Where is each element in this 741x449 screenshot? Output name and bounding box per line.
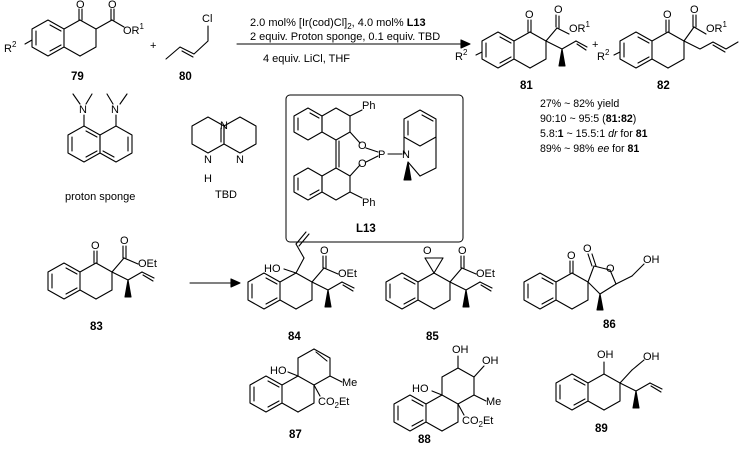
- summary-dr: 5.8:1 ~ 15.5:1 dr for 81: [540, 128, 648, 140]
- carbonyl-o: O: [525, 9, 534, 21]
- or1-group: OR1: [123, 22, 145, 37]
- structure-82: O O OR1 R2 82: [597, 4, 739, 92]
- structure-89: OH OH 89: [555, 349, 663, 435]
- nitrogen-2: N: [111, 104, 119, 116]
- summary-ee: 89% ~ 98% ee for 81: [540, 143, 639, 155]
- plus-sign-2: +: [592, 39, 598, 51]
- condition-line-3: 4 equiv. LiCl, THF: [263, 53, 350, 65]
- carbonyl-o: O: [567, 250, 576, 262]
- hydroxyl: HO: [264, 263, 281, 275]
- nh-nitrogen: N: [204, 154, 212, 166]
- structure-84: HO O OEt 84: [247, 231, 357, 343]
- label-85: 85: [426, 331, 439, 343]
- or1-group: OR1: [706, 20, 728, 35]
- lactone-carbonyl-o: O: [583, 243, 592, 255]
- phenyl-bottom: Ph: [362, 197, 375, 209]
- phenyl-top: Ph: [362, 100, 375, 112]
- carbonyl-o: O: [91, 240, 100, 252]
- label-86: 86: [603, 319, 616, 331]
- ester: CO2Et: [318, 396, 349, 410]
- hydroxyl: HO: [270, 365, 287, 377]
- chloride: Cl: [202, 13, 212, 25]
- nitrogen-bridge: N: [220, 120, 228, 132]
- r2-group: R2: [455, 48, 468, 63]
- label-82: 82: [657, 80, 670, 92]
- structure-L13: Ph Ph O O P N L13: [293, 100, 437, 235]
- oxygen-2: O: [358, 158, 367, 170]
- hydroxyl-2: OH: [643, 351, 660, 363]
- structure-83: O O OEt 83: [47, 235, 157, 333]
- or1-group: OR1: [569, 20, 591, 35]
- label-80: 80: [179, 71, 192, 83]
- epoxide-o: O: [423, 245, 432, 257]
- label-87: 87: [289, 429, 302, 441]
- hydroxyl-3: HO: [412, 383, 429, 395]
- oxygen-1: O: [358, 140, 367, 152]
- hydroxyl-2: OH: [482, 355, 499, 367]
- structure-88: OH OH HO Me CO2Et 88: [393, 344, 501, 446]
- ester-o: O: [108, 0, 117, 11]
- ester-o: O: [554, 4, 563, 16]
- structure-81: O O OR1 R2 81: [455, 4, 591, 92]
- imine-nitrogen: N: [236, 154, 244, 166]
- nitrogen-1: N: [79, 104, 87, 116]
- structure-87: HO Me CO2Et 87: [249, 348, 357, 441]
- nh-hydrogen: H: [204, 173, 212, 185]
- structure-86: O O O OH 86: [523, 243, 660, 331]
- phosphorus: P: [378, 149, 385, 161]
- summary-yield: 27% ~ 82% yield: [540, 98, 619, 110]
- hydroxyl-1: OH: [597, 349, 614, 361]
- label-79: 79: [71, 71, 84, 83]
- plus-sign-1: +: [150, 40, 156, 52]
- structure-85: O O OEt 85: [385, 245, 495, 343]
- structure-80: Cl 80: [165, 13, 212, 83]
- ethoxy: OEt: [338, 268, 357, 280]
- transformation-arrow: [189, 278, 241, 288]
- ester-o: O: [120, 235, 129, 247]
- label-88: 88: [418, 434, 431, 446]
- hydroxyl: OH: [643, 254, 660, 266]
- label-81: 81: [520, 80, 533, 92]
- reaction-arrow: [236, 39, 471, 49]
- ester-o: O: [690, 4, 699, 16]
- methyl: Me: [342, 377, 357, 389]
- ligand-box: [285, 94, 464, 243]
- structure-tbd: N N N H TBD: [191, 116, 257, 201]
- r2-group: R2: [597, 48, 610, 63]
- structure-79: O O OR1 R2 79: [4, 0, 145, 83]
- label-89: 89: [595, 423, 608, 435]
- condition-line-2: 2 equiv. Proton sponge, 0.1 equiv. TBD: [250, 31, 440, 43]
- nitrogen: N: [402, 149, 410, 161]
- carbonyl-o: O: [663, 9, 672, 21]
- ethoxy: OEt: [476, 268, 495, 280]
- hydroxyl-1: OH: [452, 344, 469, 356]
- ester-o: O: [320, 245, 329, 257]
- label-tbd: TBD: [215, 189, 237, 201]
- lactone-ring-o: O: [606, 263, 615, 275]
- summary-ratio: 90:10 ~ 95:5 (81:82): [540, 113, 636, 125]
- ester-o: O: [458, 245, 467, 257]
- label-84: 84: [288, 331, 301, 343]
- label-L13: L13: [356, 223, 376, 235]
- ethoxy: OEt: [138, 258, 157, 270]
- label-83: 83: [90, 321, 103, 333]
- carbonyl-o: O: [76, 0, 85, 11]
- ester: CO2Et: [462, 415, 493, 429]
- condition-line-1: 2.0 mol% [Ir(cod)Cl]2, 4.0 mol% L13: [250, 17, 426, 31]
- structure-proton-sponge: N N proton sponge: [65, 93, 135, 203]
- methyl: Me: [486, 396, 501, 408]
- label-proton-sponge: proton sponge: [65, 191, 135, 203]
- r2-group: R2: [4, 40, 17, 55]
